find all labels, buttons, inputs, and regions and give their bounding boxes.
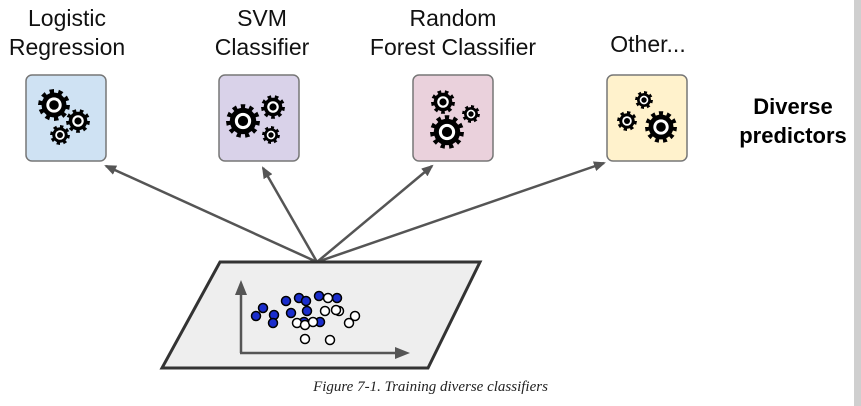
gear-icon xyxy=(635,91,653,109)
data-point-hollow xyxy=(299,333,311,345)
label-line: Diverse xyxy=(753,94,833,119)
diverse-predictors-label: Diverse predictors xyxy=(728,92,858,150)
data-point-hollow xyxy=(322,292,334,304)
gear-icon xyxy=(262,126,280,144)
gear-icon xyxy=(431,90,455,114)
gear-icon xyxy=(261,95,285,119)
gear-icon xyxy=(462,105,480,123)
label-line: Other... xyxy=(610,31,686,57)
gear-icon xyxy=(430,115,464,149)
predictor-box-logistic-regression xyxy=(25,74,107,162)
label-line: Logistic xyxy=(28,5,106,31)
data-points xyxy=(250,290,361,346)
predictor-label-other: Other... xyxy=(586,30,710,59)
axis-arrow-icon xyxy=(395,347,410,359)
data-point-hollow xyxy=(324,334,336,346)
predictor-box-svm xyxy=(218,74,300,162)
data-point-hollow xyxy=(319,305,331,317)
page-edge xyxy=(854,0,861,406)
data-point-hollow xyxy=(307,316,319,328)
label-line: Classifier xyxy=(214,34,310,60)
arrow-icon xyxy=(104,164,318,264)
label-line: Random xyxy=(409,5,497,31)
data-point-filled xyxy=(300,295,312,307)
label-line: SVM xyxy=(237,5,287,31)
label-line: Regression xyxy=(8,34,126,60)
gear-icon xyxy=(50,125,70,145)
data-point-filled xyxy=(257,302,269,314)
gear-icon xyxy=(226,104,260,138)
label-line: predictors xyxy=(739,123,847,148)
gear-icon xyxy=(645,111,677,143)
gear-icon xyxy=(66,109,90,133)
gear-icon xyxy=(38,89,70,121)
data-point-filled xyxy=(313,290,325,302)
label-line: Forest Classifier xyxy=(369,34,537,60)
data-point-hollow xyxy=(330,304,342,316)
gear-icon xyxy=(617,111,637,131)
data-point-hollow xyxy=(343,317,355,329)
data-point-hollow xyxy=(349,310,361,322)
arrow-icon xyxy=(316,161,606,264)
predictor-label-logistic-regression: Logistic Regression xyxy=(0,4,134,62)
data-point-filled xyxy=(285,307,297,319)
arrow-icon xyxy=(316,164,434,263)
predictor-label-random-forest: Random Forest Classifier xyxy=(350,4,556,62)
axis-arrow-icon xyxy=(235,280,247,295)
figure-caption: Figure 7-1. Training diverse classifiers xyxy=(313,379,548,395)
data-point-filled xyxy=(280,295,292,307)
predictor-box-other xyxy=(606,74,688,162)
data-point-filled xyxy=(250,310,262,322)
predictor-label-svm: SVM Classifier xyxy=(192,4,332,62)
gears-icon xyxy=(38,89,677,149)
arrow-icon xyxy=(261,166,319,263)
data-point-filled xyxy=(331,292,343,304)
data-point-filled xyxy=(301,305,313,317)
data-point-filled xyxy=(267,317,279,329)
predictor-box-random-forest xyxy=(412,74,494,162)
